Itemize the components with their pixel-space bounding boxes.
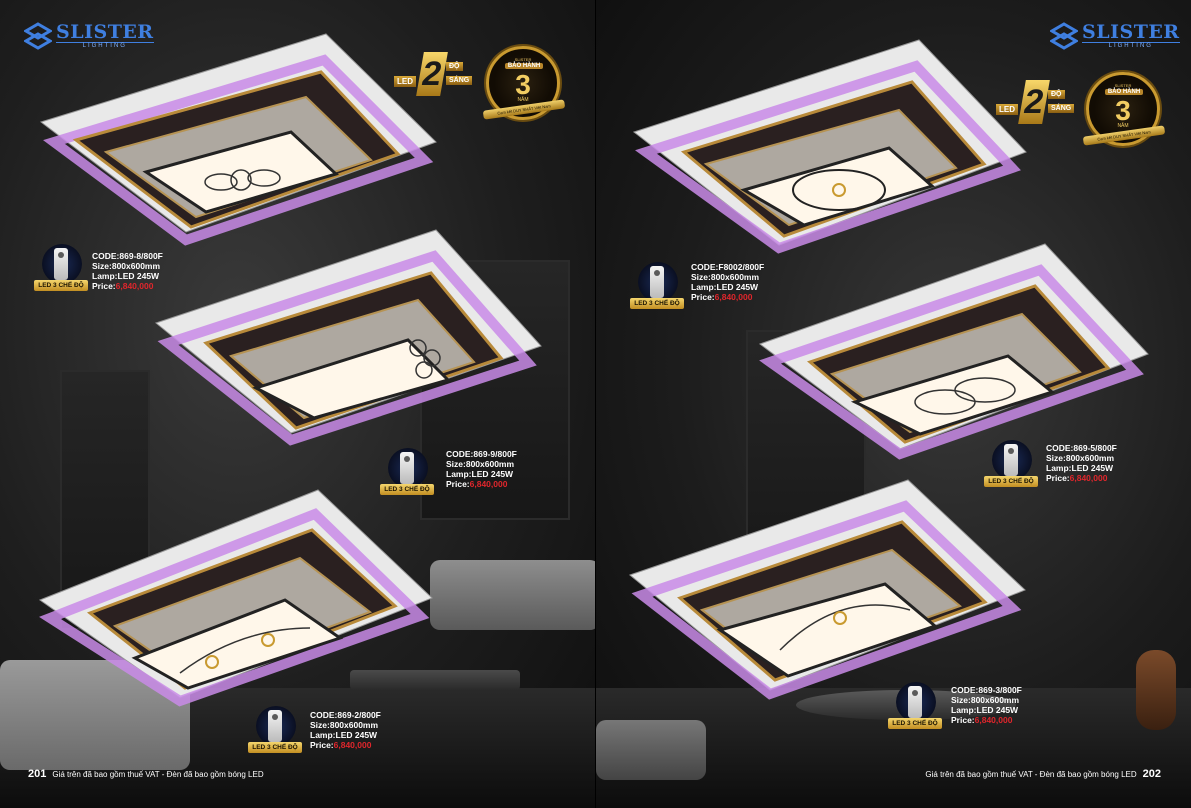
warranty-unit: NĂM bbox=[1117, 123, 1129, 129]
led-badge-prefix: LED bbox=[394, 76, 416, 87]
product-lamp: Lamp:LED 245W bbox=[310, 730, 378, 740]
product-price: 6,840,000 bbox=[333, 740, 372, 750]
chandelier-image bbox=[628, 479, 1030, 700]
led-2-brightness-badge: LED 2 ĐỘ SÁNG bbox=[996, 80, 1076, 126]
product-code: CODE:869-8/800F bbox=[92, 251, 163, 261]
product-info: CODE:869-2/800F Size:800x600mm Lamp:LED … bbox=[310, 710, 381, 750]
warranty-unit: NĂM bbox=[517, 97, 529, 103]
remote-label: LED 3 CHẾ ĐỘ bbox=[380, 484, 434, 495]
brand-logo: SLISTER LIGHTING bbox=[24, 22, 154, 50]
product-price-label: Price: bbox=[691, 292, 715, 302]
warranty-seal: SLISTER BẢO HÀNH 3 NĂM Cam kết DUY NHẤT … bbox=[482, 46, 566, 120]
remote-icon bbox=[1004, 444, 1018, 476]
coffee-table bbox=[350, 670, 520, 690]
sofa bbox=[430, 560, 595, 630]
remote-icon bbox=[54, 248, 68, 280]
page-footer: Giá trên đã bao gồm thuế VAT - Đèn đã ba… bbox=[925, 768, 1161, 780]
remote-control-badge: LED 3 CHẾ ĐỘ bbox=[888, 682, 942, 736]
chandelier-image bbox=[758, 243, 1150, 460]
product-lamp: Lamp:LED 245W bbox=[1046, 463, 1114, 473]
led-badge-line2: SÁNG bbox=[446, 76, 473, 85]
product-lamp: Lamp:LED 245W bbox=[951, 705, 1019, 715]
remote-control-badge: LED 3 CHẾ ĐỘ bbox=[984, 440, 1038, 494]
product-price: 6,840,000 bbox=[1069, 473, 1108, 483]
led-badge-prefix: LED bbox=[996, 104, 1018, 115]
product-price-label: Price: bbox=[310, 740, 334, 750]
remote-icon bbox=[268, 710, 282, 742]
warranty-title: BẢO HÀNH bbox=[505, 63, 543, 69]
product-size: Size:800x600mm bbox=[951, 695, 1020, 705]
product-code: CODE:869-3/800F bbox=[951, 685, 1022, 695]
chandelier-image bbox=[36, 32, 446, 246]
product-size: Size:800x600mm bbox=[310, 720, 379, 730]
warranty-title: BẢO HÀNH bbox=[1105, 89, 1143, 95]
brand-sub: LIGHTING bbox=[1082, 42, 1180, 49]
product-code: CODE:869-9/800F bbox=[446, 449, 517, 459]
remote-label: LED 3 CHẾ ĐỘ bbox=[34, 280, 88, 291]
product-info: CODE:869-8/800F Size:800x600mm Lamp:LED … bbox=[92, 251, 163, 291]
remote-icon bbox=[400, 452, 414, 484]
product-size: Size:800x600mm bbox=[446, 459, 515, 469]
warranty-seal: SLISTER BẢO HÀNH 3 NĂM Cam kết DUY NHẤT … bbox=[1082, 72, 1166, 146]
remote-control-badge: LED 3 CHẾ ĐỘ bbox=[34, 244, 88, 298]
remote-label: LED 3 CHẾ ĐỘ bbox=[630, 298, 684, 309]
product-code: CODE:869-2/800F bbox=[310, 710, 381, 720]
brand-name: SLISTER bbox=[1082, 21, 1180, 43]
chandelier-image bbox=[154, 228, 546, 448]
footer-note: Giá trên đã bao gồm thuế VAT - Đèn đã ba… bbox=[52, 770, 264, 779]
product-info: CODE:F8002/800F Size:800x600mm Lamp:LED … bbox=[691, 262, 764, 302]
brand-name: SLISTER bbox=[56, 21, 154, 43]
armchair bbox=[596, 720, 706, 780]
product-price: 6,840,000 bbox=[974, 715, 1013, 725]
remote-control-badge: LED 3 CHẾ ĐỘ bbox=[380, 448, 434, 502]
product-price-label: Price: bbox=[1046, 473, 1070, 483]
chandelier-image bbox=[38, 488, 440, 707]
logo-mark-icon bbox=[24, 22, 52, 50]
product-lamp: Lamp:LED 245W bbox=[92, 271, 160, 281]
chandelier-image bbox=[632, 39, 1029, 254]
product-lamp: Lamp:LED 245W bbox=[446, 469, 514, 479]
warranty-number: 3 bbox=[515, 69, 531, 100]
warranty-number: 3 bbox=[1115, 95, 1131, 126]
logo-mark-icon bbox=[1050, 22, 1078, 50]
led-2-brightness-badge: LED 2 ĐỘ SÁNG bbox=[394, 52, 474, 98]
page-number: 201 bbox=[28, 768, 47, 780]
warranty-brand: SLISTER bbox=[1114, 83, 1132, 88]
remote-control-badge: LED 3 CHẾ ĐỘ bbox=[630, 262, 684, 316]
product-lamp: Lamp:LED 245W bbox=[691, 282, 759, 292]
remote-icon bbox=[908, 686, 922, 718]
catalog-page-right: SLISTER LIGHTING LED 2 ĐỘ SÁNG SLISTER B… bbox=[596, 0, 1191, 808]
product-code: CODE:869-5/800F bbox=[1046, 443, 1117, 453]
product-info: CODE:869-3/800F Size:800x600mm Lamp:LED … bbox=[951, 685, 1022, 725]
product-price-label: Price: bbox=[92, 281, 116, 291]
brand-sub: LIGHTING bbox=[56, 42, 154, 49]
product-info: CODE:869-5/800F Size:800x600mm Lamp:LED … bbox=[1046, 443, 1117, 483]
product-size: Size:800x600mm bbox=[1046, 453, 1115, 463]
product-price: 6,840,000 bbox=[714, 292, 753, 302]
product-price-label: Price: bbox=[951, 715, 975, 725]
remote-control-badge: LED 3 CHẾ ĐỘ bbox=[248, 706, 302, 760]
remote-label: LED 3 CHẾ ĐỘ bbox=[888, 718, 942, 729]
page-footer: 201 Giá trên đã bao gồm thuế VAT - Đèn đ… bbox=[28, 768, 264, 780]
remote-icon bbox=[650, 266, 664, 298]
led-badge-line1: ĐỘ bbox=[1048, 90, 1065, 99]
page-gutter bbox=[595, 0, 596, 808]
remote-label: LED 3 CHẾ ĐỘ bbox=[248, 742, 302, 753]
product-info: CODE:869-9/800F Size:800x600mm Lamp:LED … bbox=[446, 449, 517, 489]
warranty-brand: SLISTER bbox=[514, 57, 532, 62]
led-badge-line1: ĐỘ bbox=[446, 62, 463, 71]
footer-note: Giá trên đã bao gồm thuế VAT - Đèn đã ba… bbox=[925, 770, 1137, 779]
page-number: 202 bbox=[1142, 768, 1161, 780]
bear-figurine bbox=[1136, 650, 1176, 730]
product-size: Size:800x600mm bbox=[92, 261, 161, 271]
product-size: Size:800x600mm bbox=[691, 272, 760, 282]
catalog-page-left: SLISTER LIGHTING LED 2 ĐỘ SÁNG SLISTER B… bbox=[0, 0, 595, 808]
brand-logo: SLISTER LIGHTING bbox=[1050, 22, 1180, 50]
product-price: 6,840,000 bbox=[115, 281, 154, 291]
product-price-label: Price: bbox=[446, 479, 470, 489]
led-badge-line2: SÁNG bbox=[1048, 104, 1075, 113]
remote-label: LED 3 CHẾ ĐỘ bbox=[984, 476, 1038, 487]
product-price: 6,840,000 bbox=[469, 479, 508, 489]
product-code: CODE:F8002/800F bbox=[691, 262, 765, 272]
